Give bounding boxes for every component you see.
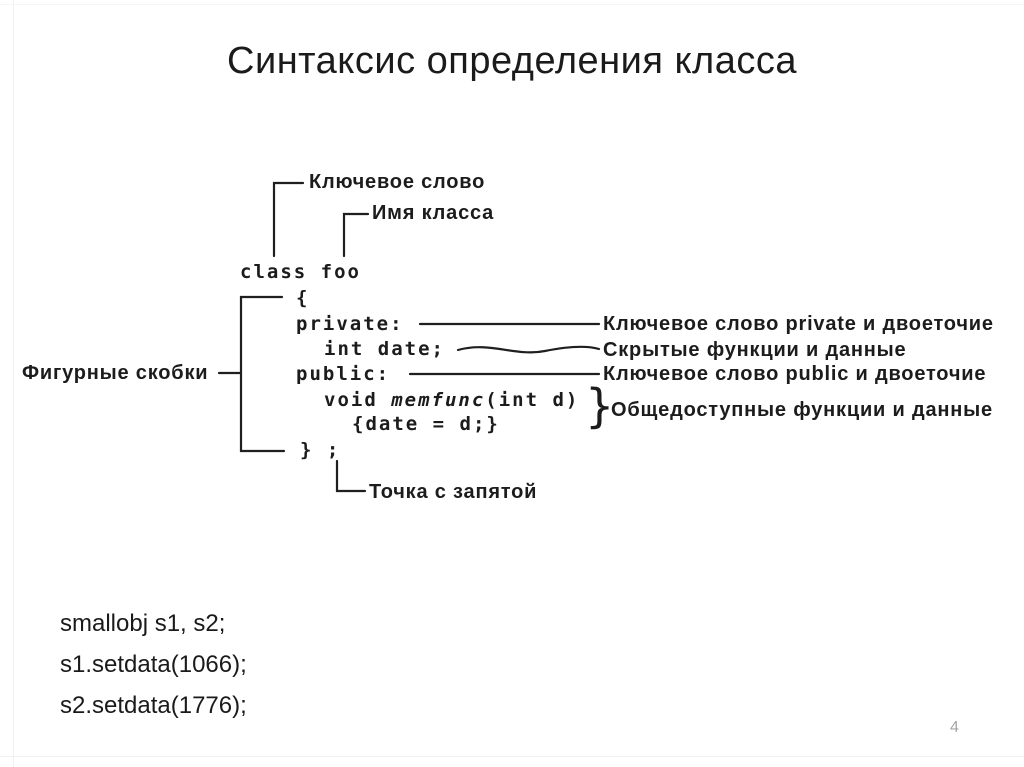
code-int-date: int date;: [324, 338, 445, 360]
example-code-line-3: s2.setdata(1776);: [60, 692, 247, 719]
group-brace-glyph: }: [585, 379, 615, 433]
code-memfunc-name: memfunc: [391, 389, 486, 411]
page-number: 4: [950, 719, 959, 736]
slide-edge-top: [0, 4, 1024, 5]
code-body: {date = d;}: [352, 413, 500, 435]
class-name-label: Имя класса: [372, 202, 495, 224]
code-memfunc-args: (int d): [485, 389, 580, 411]
curly-braces-label: Фигурные скобки: [22, 362, 209, 384]
keyword-label: Ключевое слово: [309, 171, 486, 193]
hidden-note-label: Скрытые функции и данные: [603, 339, 907, 361]
classname-bracket-line: [342, 212, 370, 258]
public-note-label: Ключевое слово public и двоеточие: [603, 363, 987, 385]
code-class-foo: class foo: [240, 261, 361, 283]
example-code-line-2: s1.setdata(1066);: [60, 651, 247, 678]
code-private: private:: [296, 313, 404, 335]
semicolon-connector-line: [335, 459, 367, 493]
code-close-brace: } ;: [300, 439, 341, 461]
code-memfunc-void: void: [324, 389, 392, 411]
semicolon-label: Точка с запятой: [369, 481, 538, 503]
slide-edge-left: [13, 0, 14, 767]
example-code-line-1: smallobj s1, s2;: [60, 610, 226, 637]
private-note-label: Ключевое слово private и двоеточие: [603, 313, 994, 335]
intdate-connector-line: [456, 345, 601, 354]
code-memfunc-line: void memfunc(int d): [324, 391, 579, 410]
slide-title: Синтаксис определения класса: [227, 40, 797, 82]
code-public: public:: [296, 363, 391, 385]
code-open-brace: {: [296, 287, 310, 309]
slide-edge-bottom: [0, 756, 1024, 757]
members-note-label: Общедоступные функции и данные: [611, 399, 993, 421]
keyword-bracket-line: [272, 181, 305, 258]
braces-bracket-line: [239, 295, 286, 453]
example-code-block: smallobj s1, s2; s1.setdata(1066); s2.se…: [60, 603, 247, 726]
